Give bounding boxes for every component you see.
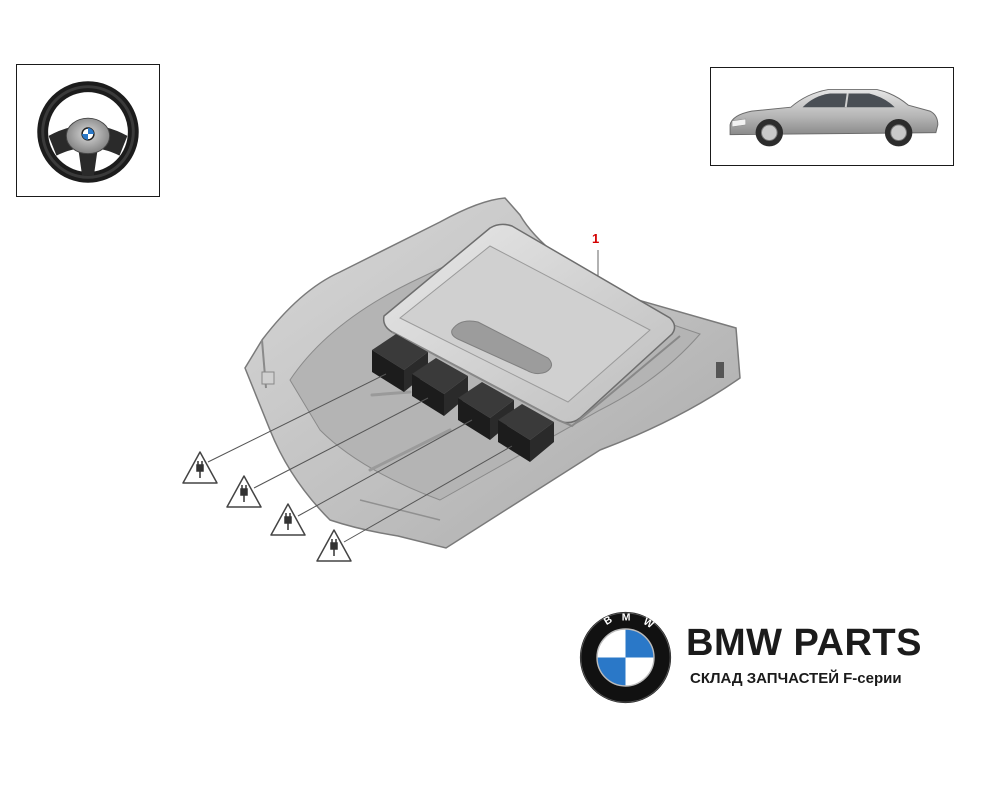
svg-text:M: M: [622, 612, 631, 623]
part-callout-number: 1: [592, 231, 600, 246]
brand-subtitle: СКЛАД ЗАПЧАСТЕЙ F-серии: [690, 670, 902, 687]
connector-plug: [412, 358, 468, 416]
bmw-logo-icon: B M W: [579, 611, 672, 704]
sedan-thumbnail: [710, 67, 954, 166]
connector-plug: [498, 404, 554, 462]
plug-warning-icon: [226, 475, 262, 508]
plug-warning-icon: [316, 529, 352, 562]
connector-plugs: [372, 334, 554, 462]
brand-block: B M W BMW PARTS СКЛАД ЗАПЧАСТЕЙ F-серии: [578, 610, 978, 710]
brand-title: BMW PARTS: [686, 622, 922, 664]
plug-warning-icon: [182, 451, 218, 484]
leader-lines: [207, 373, 513, 543]
steering-wheel-thumbnail: [16, 64, 160, 197]
warning-icons: [182, 451, 352, 562]
plug-warning-icon: [270, 503, 306, 536]
sedan-car-icon: [729, 89, 939, 147]
control-module: [382, 223, 681, 428]
steering-wheel-icon: [37, 81, 139, 183]
